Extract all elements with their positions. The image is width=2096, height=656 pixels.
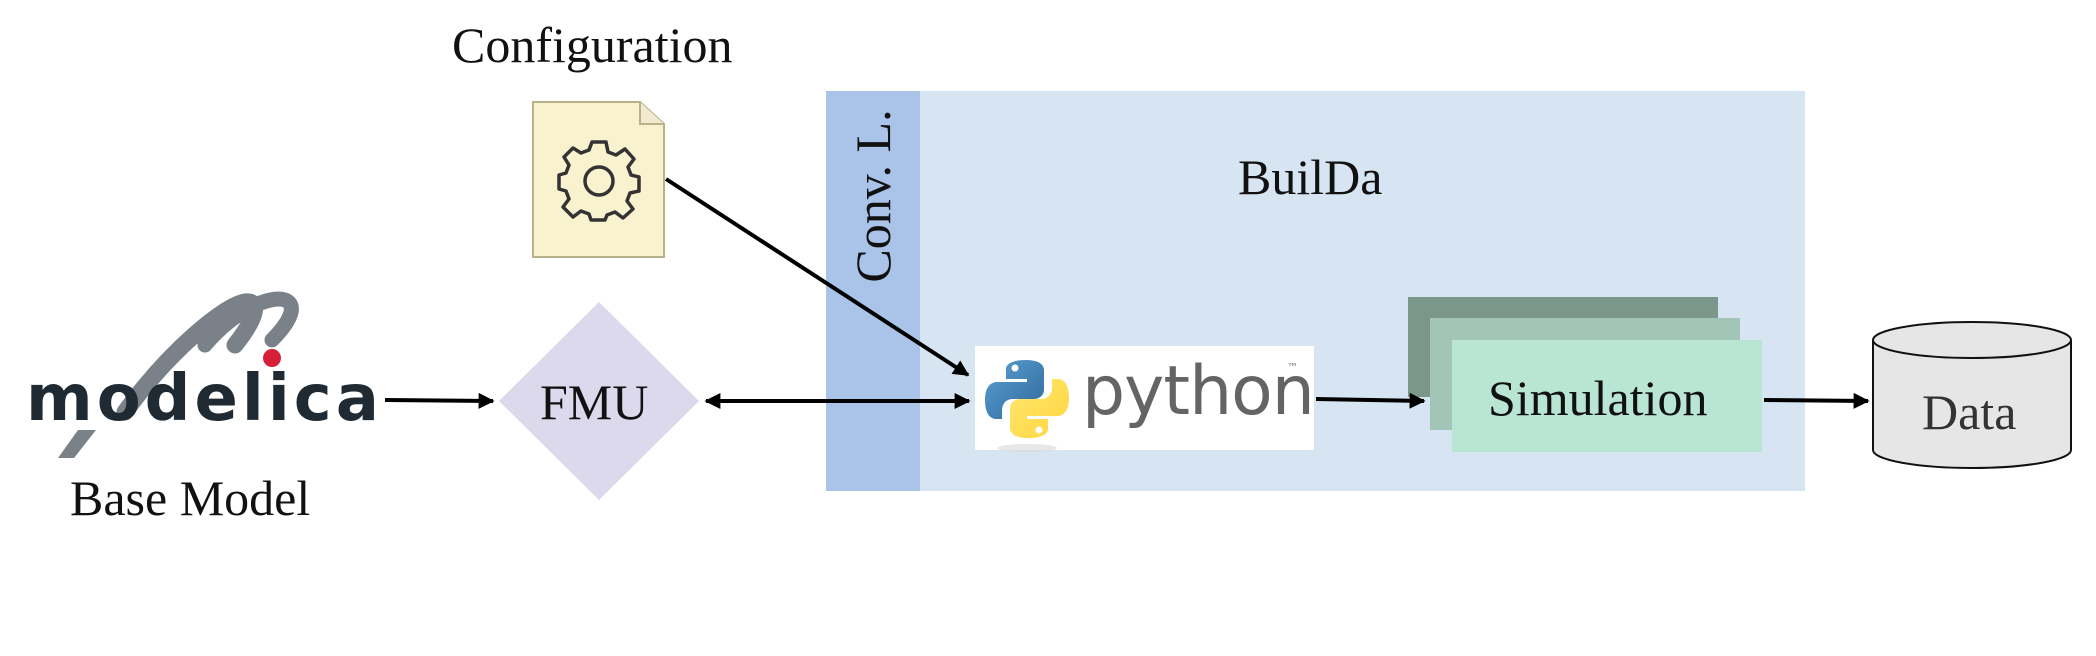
arrow-python-to-simulation: [1315, 392, 1426, 409]
modelica-logo-icon: [58, 291, 299, 458]
arrow-config-to-python: [664, 177, 970, 377]
builda-title: BuilDa: [1238, 149, 1383, 205]
arrow-modelica-to-fmu: [384, 392, 495, 409]
modelica-wordmark: modelica: [26, 362, 383, 436]
python-wordmark: python: [1082, 352, 1315, 431]
simulation-label: Simulation: [1488, 370, 1708, 426]
data-label: Data: [1922, 384, 2017, 440]
python-trademark: ™: [1287, 361, 1298, 374]
base-model-label: Base Model: [70, 470, 311, 526]
gear-icon: [557, 140, 641, 222]
fmu-label: FMU: [540, 374, 649, 430]
database-cylinder-icon: [1872, 321, 2072, 469]
config-file-icon: [532, 101, 665, 258]
simulation-card-front: [1452, 340, 1762, 452]
fmu-diamond: [499, 302, 699, 500]
arrow-simulation-to-data: [1763, 392, 1870, 409]
configuration-label: Configuration: [452, 17, 733, 73]
